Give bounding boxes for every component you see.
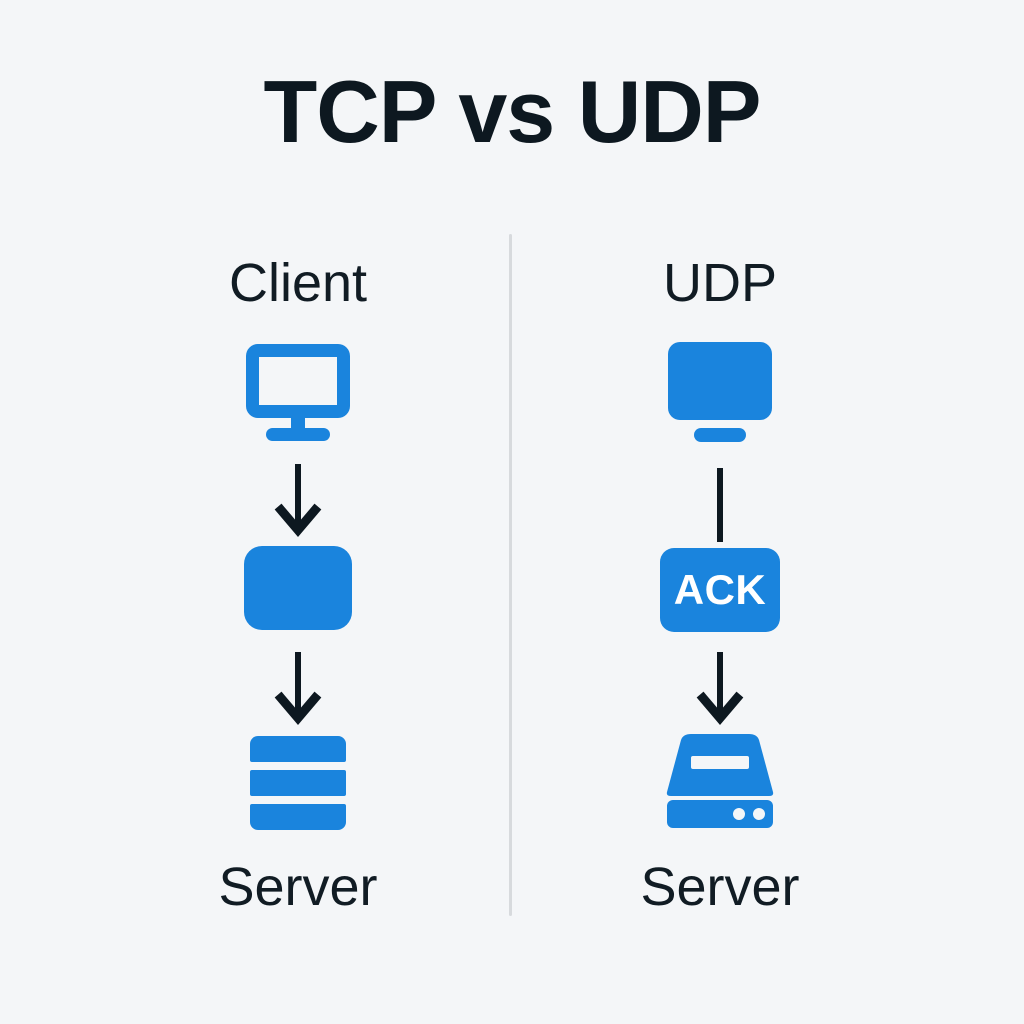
tcp-connector-1 [108,464,488,537]
tcp-connector-2 [108,652,488,725]
monitor-base [694,428,746,442]
tcp-packet-node[interactable] [108,546,488,630]
ack-badge: ACK [660,548,780,632]
tcp-client-node[interactable] [108,344,488,441]
server-led [733,808,745,820]
server-bar [250,804,346,830]
arrow-down-icon [696,652,744,725]
server-bar [250,770,346,796]
line-vertical-icon [717,468,723,542]
udp-column: UDP ACK [530,0,910,1024]
server-appliance-icon [665,734,775,828]
server-led [753,808,765,820]
tcp-bottom-label: Server [218,857,378,917]
udp-connector-2 [530,652,910,725]
monitor-outline-icon [246,344,350,441]
monitor-screen [246,344,350,418]
monitor-base [266,428,330,441]
server-lid [666,734,774,796]
udp-top-label: UDP [662,253,777,313]
arrow-down-icon [274,464,322,537]
arrow-down-icon [274,652,322,725]
server-stack-icon [250,736,346,830]
tcp-server-node[interactable] [108,736,488,830]
udp-client-node[interactable] [530,342,910,442]
tcp-column: Client [108,0,488,1024]
udp-bottom-label: Server [640,857,800,917]
packet-icon [244,546,352,630]
server-bar [250,736,346,762]
monitor-solid-icon [668,342,772,442]
column-divider [509,234,512,916]
udp-connector-1 [530,468,910,542]
page-title: TCP vs UDP [263,62,762,161]
tcp-top-label: Client [228,253,368,313]
monitor-screen [668,342,772,420]
udp-server-node[interactable] [530,734,910,828]
udp-ack-node[interactable]: ACK [530,548,910,632]
